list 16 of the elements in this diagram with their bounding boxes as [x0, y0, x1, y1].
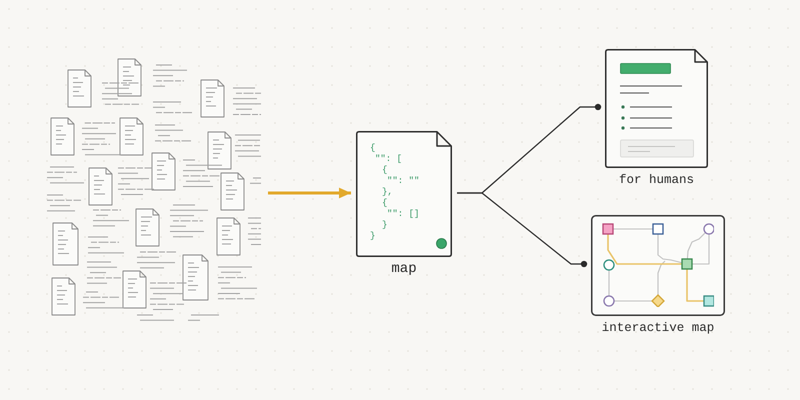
code-line: {: [370, 144, 376, 154]
code-line: {: [382, 166, 388, 176]
code-line: "": [: [375, 155, 402, 165]
code-line: "": "": [387, 177, 420, 187]
code-line: {: [382, 199, 388, 209]
code-line: },: [382, 188, 393, 198]
node-caption: map: [390, 262, 418, 278]
code-line: }: [382, 221, 388, 231]
document-node: [605, 49, 708, 186]
map-panel: [591, 215, 725, 335]
node-caption: interactive map: [600, 322, 716, 336]
arrow: [268, 188, 351, 198]
connector-line: [457, 192, 588, 268]
code-line: "": []: [387, 210, 420, 220]
code-line: }: [370, 232, 376, 242]
node-caption: for humans: [618, 174, 695, 188]
